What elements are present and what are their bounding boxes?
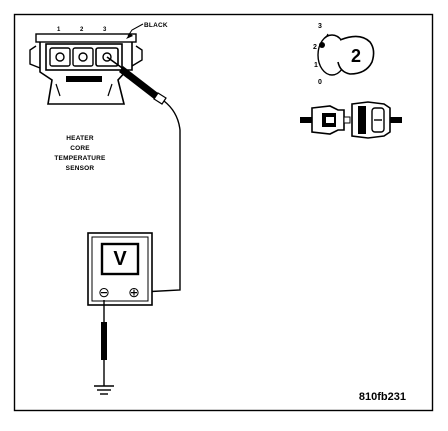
diagram-frame (13, 13, 434, 412)
voltmeter: V ⊖ ⊕ (87, 232, 153, 306)
key-position-number: 2 (351, 46, 361, 66)
negative-probe (101, 300, 107, 386)
key-position-indicator-icon (319, 42, 325, 48)
pin-label-3: 3 (103, 27, 107, 33)
ignition-pos-3: 3 (318, 23, 322, 30)
positive-terminal: ⊕ (128, 284, 140, 300)
ignition-pos-2: 2 (313, 44, 317, 51)
positive-lead-wire (141, 100, 181, 293)
figure-code: 810fb231 (359, 391, 406, 403)
wire-color-leader (127, 23, 144, 37)
ignition-pos-0: 0 (318, 79, 322, 86)
ignition-key: 3 2 1 0 2 (313, 23, 375, 86)
ignition-pos-1: 1 (314, 62, 318, 69)
voltmeter-mode: V (113, 248, 127, 270)
negative-terminal: ⊖ (98, 284, 110, 300)
sensor-name-line-4: SENSOR (66, 165, 95, 172)
connector-disconnect-icon (300, 101, 402, 139)
pin-label-1: 1 (57, 27, 61, 33)
voltmeter-display (100, 242, 140, 276)
sensor-name-line-1: HEATER (66, 135, 94, 142)
sensor-name-line-3: TEMPERATURE (54, 155, 106, 162)
sensor-connector (29, 33, 143, 105)
pin-label-2: 2 (80, 27, 84, 33)
positive-probe (106, 56, 167, 105)
ground-symbol (94, 385, 114, 395)
sensor-name-line-2: CORE (70, 145, 90, 152)
wire-color-label: BLACK (144, 22, 168, 29)
sensor-name: HEATER CORE TEMPERATURE SENSOR (54, 135, 106, 172)
